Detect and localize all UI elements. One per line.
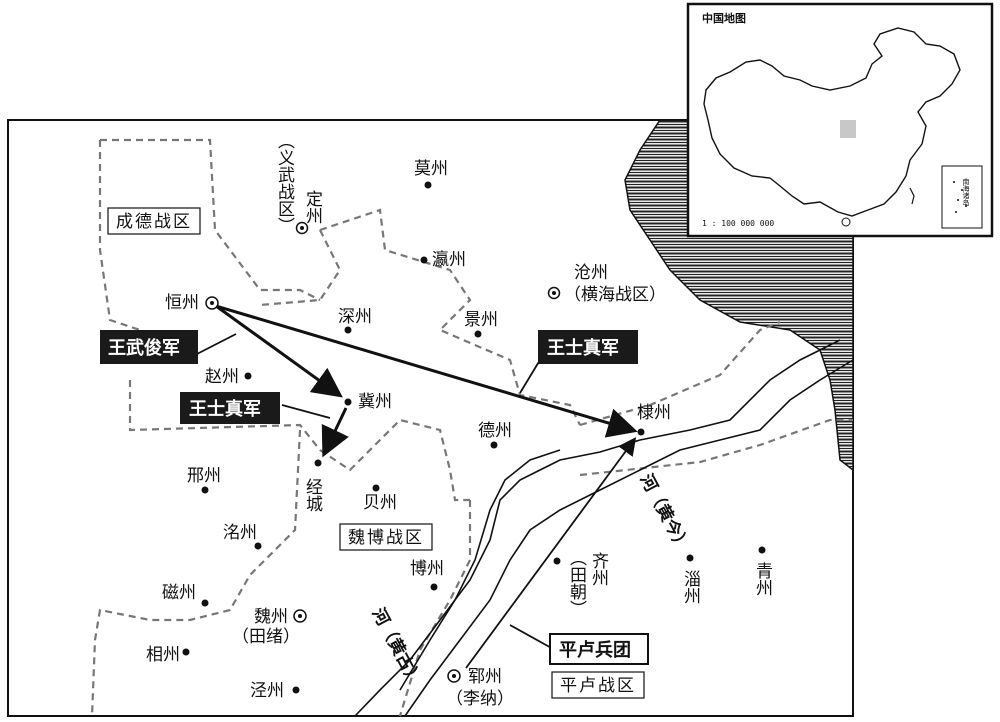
mingzhou-label: 洺州 [223,523,257,543]
dezhou-dot-icon [490,441,498,449]
south-sea-label: 南海诸岛 [962,177,970,207]
cizhou-dot-icon [201,599,209,607]
region-boxes: 成德战区 魏博战区 平卢战区 [107,207,645,699]
jingzhou2-dot-icon [292,686,300,694]
jingzhou-dot-icon [474,330,482,338]
arrow-ji-to-jingcheng [321,407,349,458]
weibo-region-label: 魏博战区 [348,528,424,548]
chengde-box [107,207,201,235]
weizhou-label: 魏州 [254,607,288,627]
army-arrows [194,304,638,669]
highlight-area-icon [840,120,856,138]
china-outline-icon [703,27,961,217]
xingzhou-dot-icon [201,486,209,494]
shenzhou-dot-icon [344,326,352,334]
jizhou-label: 冀州 [358,392,392,412]
yunzhou-note: （李纳） [446,689,514,709]
dingzhou-label: 定州 [302,190,323,224]
qizhou-dot-icon [553,557,561,565]
jingcheng-label: 经城 [302,478,323,512]
beizhou-label: 贝州 [363,493,397,513]
qingzhou-dot-icon [758,546,766,554]
pinglu-army-label: 平卢兵团 [559,639,631,661]
cangzhou-note: （横海战区） [564,285,666,305]
beizhou-dot-icon [372,484,380,492]
wang-shizhen-2-label: 王士真军 [547,337,619,359]
mozhou-label: 莫州 [414,159,448,179]
bozhou-label: 博州 [410,559,444,579]
wang-shizhen-1-label: 王士真军 [189,398,261,420]
city-labels: 定州 （义武战区） 莫州 瀛州 沧州 （横海战区） 恒州 深州 景州 赵州 冀州… [146,132,773,709]
inset-title: 中国地图 [702,11,746,25]
leader-wujun [194,333,237,356]
pinglu-box [551,671,645,699]
xingzhou-label: 邢州 [187,466,221,486]
jingzhou2-label: 泾州 [250,681,284,701]
city-markers [182,181,766,694]
arrow-heng-to-ji [215,304,343,398]
south-sea-inset-box [941,165,983,229]
shenzhou-label: 深州 [338,307,372,327]
south-sea-islands-icon [953,181,967,213]
leader-shizhen-2 [519,359,541,394]
hainan-icon [841,217,851,227]
zhaozhou-dot-icon [244,372,252,380]
mingzhou-dot-icon [254,542,262,550]
xiangzhou-dot-icon [182,648,190,656]
cizhou-label: 磁州 [162,583,196,603]
qizhou-label: 齐州 [588,552,609,586]
pinglu-army-box [549,633,649,665]
inset-scale: 1 : 100 000 000 [702,219,774,228]
arrow-yun-to-di [465,437,637,669]
zhaozhou-label: 赵州 [205,367,239,387]
jingcheng-dot-icon [314,459,322,467]
mozhou-dot-icon [424,181,432,189]
cangzhou-label: 沧州 [574,263,608,283]
leader-pinglu [509,624,556,651]
army-labels: 王武俊军 王士真军 王士真军 平卢兵团 [100,330,649,665]
jingzhou-label: 景州 [464,310,498,330]
wang-shizhen-1-box [180,392,280,424]
zizhou-label: 淄州 [680,570,701,604]
yunzhou-label: 郓州 [468,667,502,687]
leader-shizhen-1 [281,404,331,419]
inset-map: 中国地图 南海诸岛 1 : 100 000 000 [686,2,994,238]
jizhou-dot-icon [344,398,352,406]
wang-shizhen-2-box [538,330,638,364]
weibo-box [339,523,433,551]
yingzhou-dot-icon [420,256,428,264]
yingzhou-label: 瀛州 [432,249,466,270]
wang-wujun-label: 王武俊军 [108,337,180,359]
taiwan-icon [909,187,915,205]
yiwu-region-label: （义武战区） [274,132,295,234]
pinglu-region-label: 平卢战区 [560,676,636,696]
dezhou-label: 德州 [478,421,512,441]
bozhou-dot-icon [430,583,438,591]
zizhou-dot-icon [686,554,694,562]
dizhou-label: 棣州 [637,403,671,423]
qizhou-note: （田朝） [566,549,587,617]
arrow-heng-to-di [215,304,638,438]
weizhou-note: （田绪） [232,627,300,647]
chengde-region-label: 成德战区 [116,212,192,232]
xiangzhou-label: 相州 [146,645,180,665]
hengzhou-label: 恒州 [165,293,199,313]
wang-wujun-box [100,330,198,364]
dizhou-dot-icon [637,428,645,436]
yellow-river [354,339,854,717]
qingzhou-label: 青州 [752,562,773,596]
